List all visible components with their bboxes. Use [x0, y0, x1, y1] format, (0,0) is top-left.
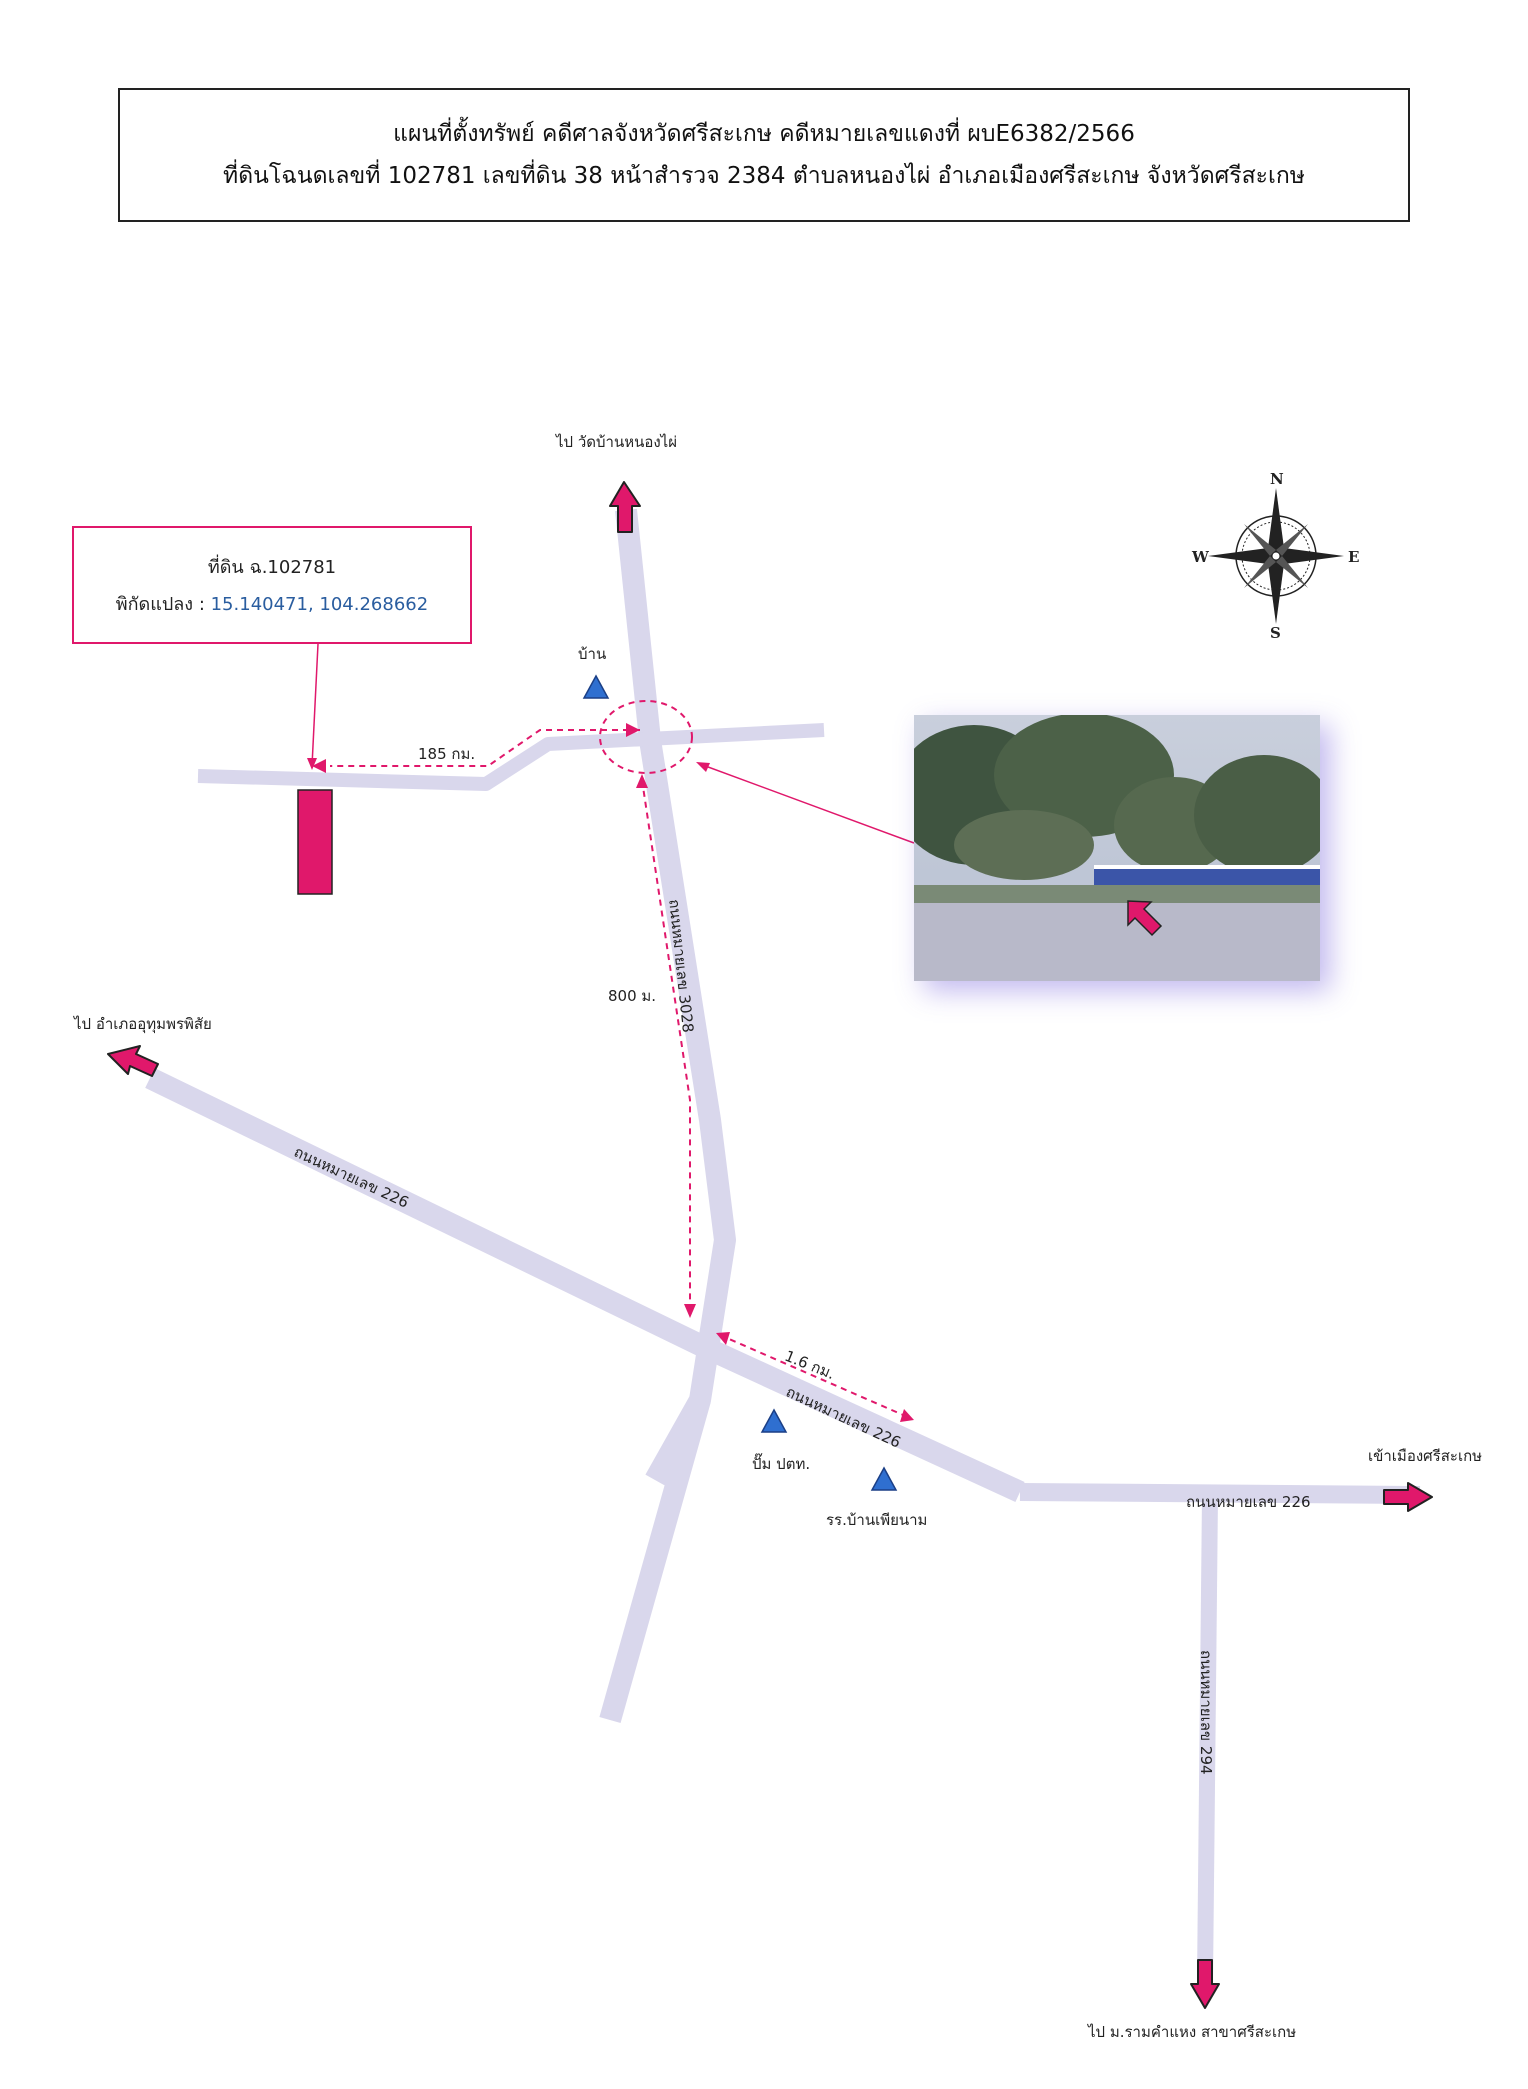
dest-north: ไป วัดบ้านหนองไผ่	[556, 433, 678, 451]
label-distance-parcel: 185 กม.	[418, 745, 476, 763]
site-photo	[914, 715, 1320, 981]
dash-arrowheads	[312, 723, 914, 1422]
road-226-east	[1019, 1483, 1421, 1504]
arrowhead-north-bottom-icon	[684, 1304, 696, 1318]
dash-east-segment	[719, 1334, 911, 1419]
arrowhead-parcel-icon	[312, 759, 326, 773]
arrowhead-junction-icon	[626, 723, 640, 737]
arrowhead-east-end-icon	[900, 1409, 914, 1422]
compass-n: N	[1270, 470, 1284, 488]
title-line-1: แผนที่ตั้งทรัพย์ คดีศาลจังหวัดศรีสะเกษ ค…	[393, 121, 1135, 147]
title-box: แผนที่ตั้งทรัพย์ คดีศาลจังหวัดศรีสะเกษ ค…	[118, 88, 1410, 222]
photo-pointer-arrow-icon	[696, 762, 710, 772]
label-gas-station: ปั๊ม ปตท.	[752, 1455, 811, 1473]
arrowhead-north-top-icon	[636, 774, 648, 788]
parcel-title: ที่ดิน ฉ.102781	[207, 557, 337, 578]
road-226-west	[145, 1068, 1025, 1502]
compass-w: W	[1192, 548, 1209, 566]
road-3028-south	[599, 1397, 711, 1723]
triangle-landmark-icon	[870, 1466, 898, 1491]
label-school: รร.บ้านเพียนาม	[826, 1511, 928, 1529]
coord-label: พิกัดแปลง :	[115, 594, 211, 615]
label-distance-north: 800 ม.	[608, 987, 657, 1005]
dest-west: ไป อำเภออุทุมพรพิสัย	[74, 1015, 212, 1033]
arrow-east-icon	[1383, 1482, 1433, 1512]
roads	[145, 508, 1421, 1981]
direction-arrows	[107, 481, 1433, 2009]
arrow-north-icon	[609, 481, 641, 533]
dash-to-parcel	[330, 729, 640, 767]
parcel-coordinates: พิกัดแปลง : 15.140471, 104.268662	[116, 589, 428, 618]
road-label-226-east: ถนนหมายเลข 226	[1186, 1493, 1311, 1511]
distance-lines	[330, 700, 911, 1419]
parcel-info-box: ที่ดิน ฉ.102781 พิกัดแปลง : 15.140471, 1…	[72, 526, 472, 644]
arrow-south-icon	[1190, 1959, 1220, 2009]
road-branch-west	[197, 723, 825, 791]
dash-north-road	[641, 779, 691, 1310]
parcel-rectangle	[297, 789, 333, 895]
parcel-pointer-line	[311, 643, 319, 767]
photo-arrow-icon	[1127, 900, 1163, 937]
triangle-landmark-icon	[582, 674, 610, 699]
compass-s: S	[1270, 624, 1281, 642]
arrowhead-east-start-icon	[716, 1332, 730, 1345]
parcel-pointer-arrow-icon	[307, 758, 317, 770]
road-label-294: ถนนหมายเลข 294	[1197, 1650, 1215, 1775]
dest-south: ไป ม.รามคำแหง สาขาศรีสะเกษ	[1088, 2023, 1297, 2041]
compass-e: E	[1348, 548, 1360, 566]
compass-rose-icon	[1208, 488, 1344, 624]
arrow-west-icon	[107, 1045, 159, 1077]
landmarks	[582, 674, 898, 1491]
road-294	[1197, 1494, 1218, 1981]
dest-east: เข้าเมืองศรีสะเกษ	[1368, 1447, 1483, 1465]
site-photo-image	[914, 715, 1320, 981]
label-house: บ้าน	[578, 645, 607, 663]
title-line-2: ที่ดินโฉนดเลขที่ 102781 เลขที่ดิน 38 หน้…	[223, 163, 1305, 189]
coord-value: 15.140471, 104.268662	[210, 594, 429, 615]
triangle-landmark-icon	[760, 1408, 788, 1433]
photo-pointer-line	[699, 763, 915, 844]
junction-circle	[599, 700, 693, 774]
